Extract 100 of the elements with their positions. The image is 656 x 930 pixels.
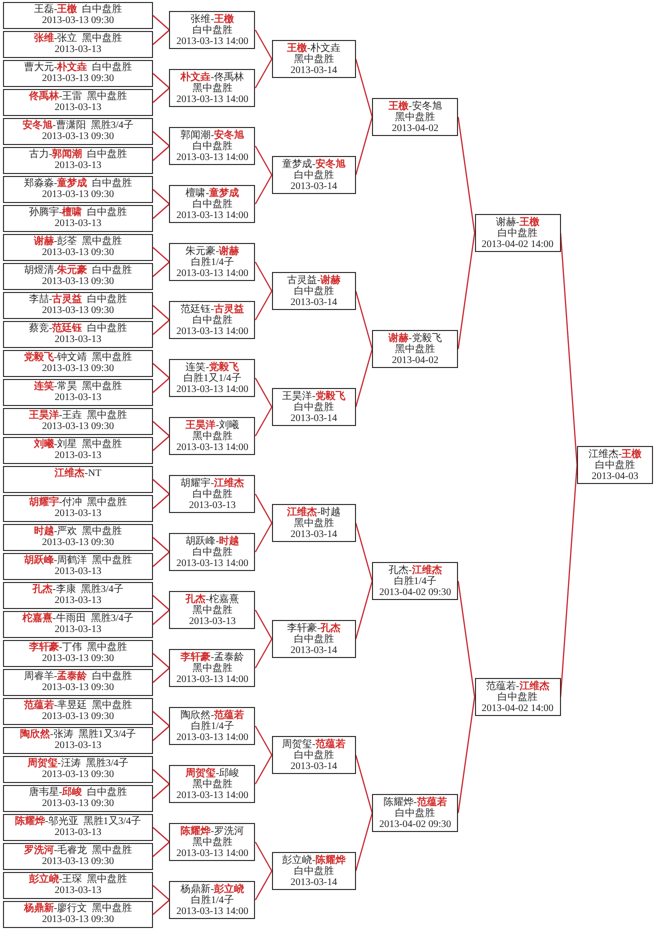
game-result: 白胜1/4子 (191, 894, 234, 906)
game-date: 2013-03-13 14:00 (176, 36, 248, 46)
game-date: 2013-03-13 09:30 (42, 798, 114, 809)
match-box (3, 553, 153, 580)
match-box (272, 852, 356, 890)
game-date: 2013-03-13 09:30 (42, 189, 114, 200)
match-box (272, 504, 356, 542)
player-names: 彭立峣-王琛 (28, 874, 82, 885)
player-names: 王磊-王檄 (34, 4, 78, 15)
bracket-line (152, 900, 170, 915)
player-names: 朱元豪-谢赫 (186, 246, 240, 256)
game-result: 白中盘胜 (92, 178, 132, 189)
game-date: 2013-03-13 (54, 508, 102, 519)
match-box (3, 872, 153, 899)
game-result: 白中盘胜 (498, 692, 538, 702)
bracket-line (152, 842, 170, 857)
player-names: 朴文垚-佟禹林 (180, 72, 244, 82)
bracket-line (152, 73, 170, 88)
player-names: 胡耀宇-付冲 (28, 497, 82, 508)
game-result: 黑中盘胜 (192, 430, 232, 442)
bracket-line (152, 537, 170, 552)
game-date: 2013-04-02 (392, 122, 439, 134)
match-box (3, 205, 153, 232)
match-box (474, 214, 561, 252)
match-box (3, 263, 153, 290)
match-box (272, 40, 356, 78)
game-date: 2013-03-13 (54, 827, 102, 838)
bracket-line (152, 88, 170, 103)
match-box (3, 466, 153, 493)
game-date: 2013-04-02 (392, 354, 439, 366)
game-result: 黑胜3/4子 (80, 584, 124, 595)
game-date: 2013-03-13 (54, 392, 102, 403)
bracket-line (152, 769, 170, 784)
bracket-line (254, 754, 272, 784)
match-box (3, 321, 153, 348)
match-box (3, 350, 153, 377)
game-result: 黑中盘胜 (92, 352, 132, 363)
bracket-line (254, 174, 272, 204)
game-result: 白中盘胜 (192, 140, 232, 152)
bracket-line (152, 885, 170, 900)
bracket-line (355, 754, 373, 814)
game-date: 2013-03-13 09:30 (42, 363, 114, 374)
game-date: 2013-03-13 14:00 (176, 94, 248, 104)
game-result: 黑中盘胜 (294, 518, 334, 528)
match-box (169, 707, 256, 745)
bracket-line (254, 378, 272, 408)
game-result: 黑中盘胜 (294, 54, 334, 64)
bracket-line (152, 30, 170, 45)
player-names: 连笑-党毅飞 (186, 362, 240, 372)
game-date: 2013-03-13 (189, 500, 236, 510)
game-result: 黑中盘胜 (192, 836, 232, 848)
game-result: 白中盘胜 (87, 787, 128, 798)
player-names: 杨鼎新-廖行文 (24, 903, 88, 914)
match-box (3, 379, 153, 406)
bracket-line (152, 436, 170, 451)
game-result: 黑中盘胜 (92, 555, 132, 566)
game-date: 2013-03-13 09:30 (42, 305, 114, 316)
game-date: 2013-03-13 09:30 (42, 769, 114, 780)
player-names: 谢赫-彭荃 (34, 236, 78, 247)
bracket-line (355, 812, 373, 872)
game-result: 黑中盘胜 (395, 344, 436, 354)
game-result: 白中盘胜 (92, 671, 132, 682)
match-box (169, 359, 256, 397)
bracket-line (152, 247, 170, 262)
player-names: 周贺玺-范蕴若 (282, 738, 346, 750)
player-names: 李轩豪-丁伟 (28, 642, 82, 653)
player-names: 陈耀烨-罗洗河 (180, 826, 244, 836)
game-date: 2013-03-13 09:30 (42, 131, 114, 142)
game-date: 2013-03-13 (189, 616, 236, 626)
game-result: 黑中盘胜 (82, 33, 122, 44)
match-box (169, 823, 256, 861)
match-box (169, 185, 256, 223)
match-box (372, 562, 458, 600)
bracket-line (254, 726, 272, 756)
match-box (169, 533, 256, 571)
game-date: 2013-03-13 (54, 566, 102, 577)
player-names: 李轩豪-孔杰 (287, 622, 340, 634)
bracket-line (254, 842, 272, 872)
match-box (3, 669, 153, 696)
game-date: 2013-03-13 09:30 (42, 15, 114, 26)
game-result: 白中盘胜 (87, 149, 128, 160)
player-names: 胡煜清-朱元豪 (24, 265, 88, 276)
game-result: 白中盘胜 (192, 314, 232, 326)
player-names: 孔杰-江维杰 (388, 564, 442, 576)
bracket-line (152, 595, 170, 610)
player-names: 谢赫-王檄 (496, 216, 540, 228)
player-names: 王檄-安冬旭 (388, 100, 442, 112)
match-box (3, 437, 153, 464)
bracket-line (152, 610, 170, 625)
player-names: 曹大元-朴文垚 (24, 62, 88, 73)
player-names: 胡跃峰-时越 (186, 536, 240, 546)
player-names: 周贺玺-邱峻 (186, 768, 240, 778)
player-names: 李轩豪-孟泰龄 (180, 652, 244, 662)
match-box (3, 176, 153, 203)
game-date: 2013-03-14 (290, 644, 338, 656)
bracket-line (254, 522, 272, 552)
game-result: 白中盘胜 (294, 286, 334, 296)
game-date: 2013-03-13 09:30 (42, 537, 114, 548)
game-date: 2013-03-13 09:30 (42, 914, 114, 925)
player-names: 杨鼎新-彭立峣 (180, 884, 244, 894)
